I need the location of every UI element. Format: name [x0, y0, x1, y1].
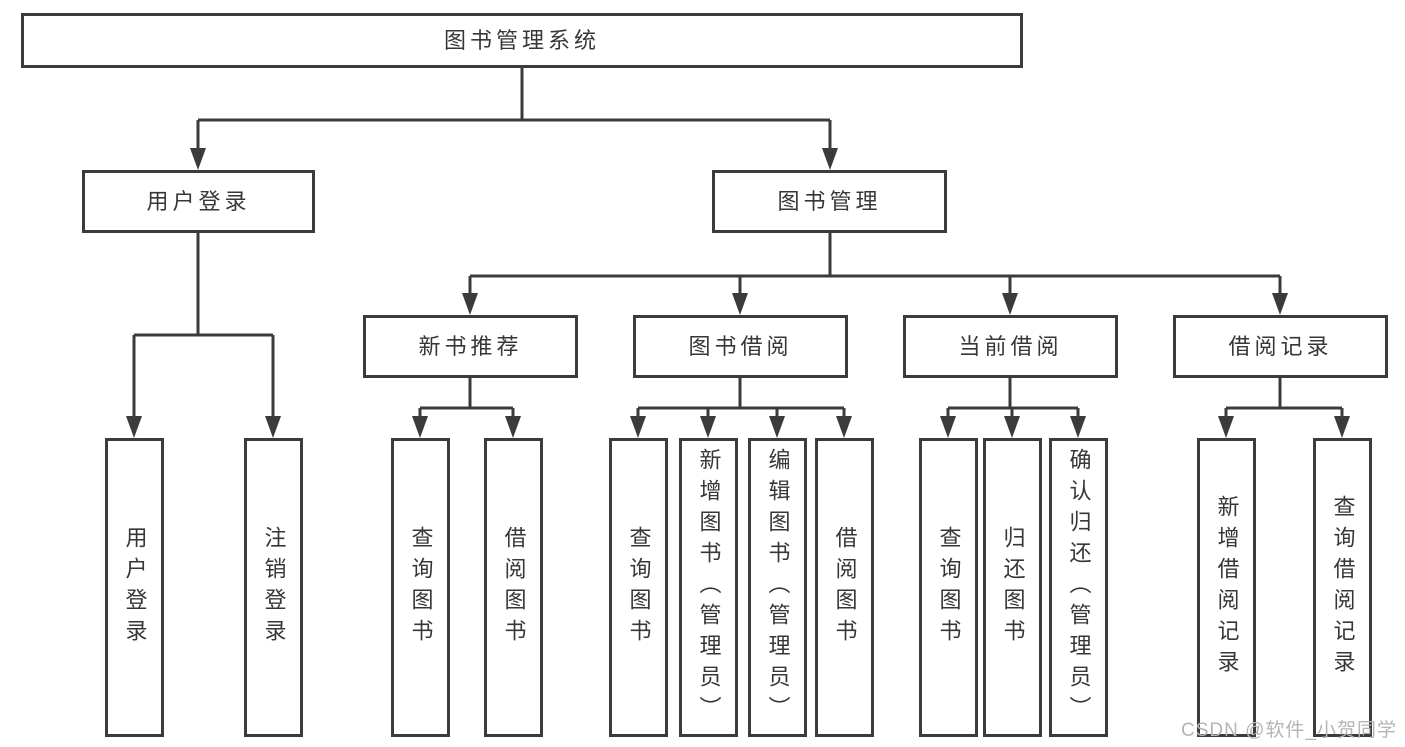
leaf-query-books-3-label: 查询图书: [936, 525, 962, 650]
connector-new-book-recommend-to-leaves: [412, 378, 521, 438]
node-book-management-label: 图书管理: [777, 188, 882, 214]
leaf-add-book-admin-label: 新增图书（管理员）: [696, 448, 722, 727]
leaf-add-borrow-record-label: 新增借阅记录: [1214, 494, 1240, 681]
leaf-borrow-books-2: 借阅图书: [815, 438, 874, 737]
node-book-management: 图书管理: [712, 170, 947, 233]
leaf-borrow-books-2-label: 借阅图书: [832, 525, 858, 650]
connector-book-borrowing-to-leaves: [630, 378, 852, 438]
leaf-query-books-2-label: 查询图书: [626, 525, 652, 650]
leaf-query-books-2: 查询图书: [609, 438, 668, 737]
leaf-add-book-admin: 新增图书（管理员）: [679, 438, 738, 737]
node-new-book-recommend-label: 新书推荐: [418, 333, 523, 359]
leaf-borrow-books-1: 借阅图书: [484, 438, 543, 737]
connector-root-to-level2: [190, 68, 838, 170]
connector-borrowing-records-to-leaves: [1218, 378, 1350, 438]
node-user-login-label: 用户登录: [146, 188, 251, 214]
node-root: 图书管理系统: [21, 13, 1023, 68]
leaf-confirm-return-admin: 确认归还（管理员）: [1049, 438, 1108, 737]
leaf-query-books-3: 查询图书: [919, 438, 978, 737]
node-book-borrowing-label: 图书借阅: [688, 333, 793, 359]
leaf-query-borrow-record-label: 查询借阅记录: [1330, 494, 1356, 681]
leaf-user-login-label: 用户登录: [122, 525, 148, 650]
node-borrowing-records-label: 借阅记录: [1228, 333, 1333, 359]
node-book-borrowing: 图书借阅: [633, 315, 848, 378]
leaf-edit-book-admin-label: 编辑图书（管理员）: [765, 448, 791, 727]
leaf-user-login: 用户登录: [105, 438, 164, 737]
leaf-query-books-1: 查询图书: [391, 438, 450, 737]
node-current-borrowing-label: 当前借阅: [958, 333, 1063, 359]
node-user-login: 用户登录: [82, 170, 315, 233]
leaf-logout-label: 注销登录: [261, 525, 287, 650]
leaf-borrow-books-1-label: 借阅图书: [501, 525, 527, 650]
leaf-return-book: 归还图书: [983, 438, 1042, 737]
connector-book-management-to-level3: [462, 233, 1288, 315]
leaf-return-book-label: 归还图书: [1000, 525, 1026, 650]
watermark: CSDN @软件_小贺同学: [1181, 720, 1397, 741]
node-root-label: 图书管理系统: [443, 27, 600, 53]
node-new-book-recommend: 新书推荐: [363, 315, 578, 378]
connector-user-login-to-leaves: [126, 233, 281, 438]
node-current-borrowing: 当前借阅: [903, 315, 1118, 378]
leaf-query-borrow-record: 查询借阅记录: [1313, 438, 1372, 737]
node-borrowing-records: 借阅记录: [1173, 315, 1388, 378]
leaf-edit-book-admin: 编辑图书（管理员）: [748, 438, 807, 737]
leaf-logout: 注销登录: [244, 438, 303, 737]
connector-current-borrowing-to-leaves: [940, 378, 1086, 438]
leaf-confirm-return-admin-label: 确认归还（管理员）: [1066, 448, 1092, 727]
leaf-query-books-1-label: 查询图书: [408, 525, 434, 650]
leaf-add-borrow-record: 新增借阅记录: [1197, 438, 1256, 737]
